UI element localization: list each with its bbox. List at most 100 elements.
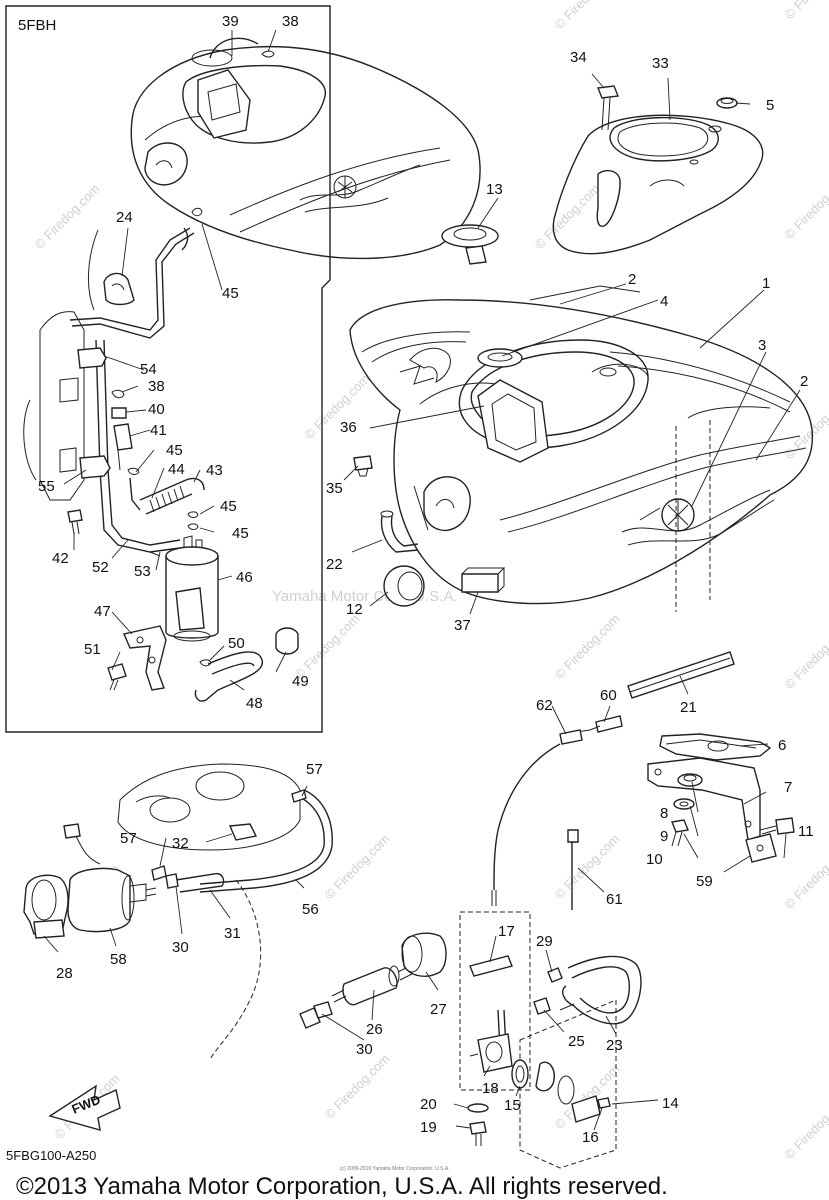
clip-25 bbox=[533, 997, 551, 1015]
callout-24: 24 bbox=[116, 209, 133, 226]
diagram-code: 5FBG100-A250 bbox=[6, 1148, 96, 1163]
watermark-firedog: © Firedog.com bbox=[782, 1091, 829, 1162]
callout-5: 5 bbox=[766, 97, 774, 114]
callout-43: 43 bbox=[206, 462, 223, 479]
watermark-firedog: © Firedog.com bbox=[782, 0, 829, 22]
callout-17: 17 bbox=[498, 923, 515, 940]
callout-61: 61 bbox=[606, 891, 623, 908]
connector-58 bbox=[63, 823, 81, 839]
callout-33: 33 bbox=[652, 55, 669, 72]
lower-tank-section bbox=[117, 763, 301, 851]
callout-25: 25 bbox=[568, 1033, 585, 1050]
hose-23 bbox=[562, 955, 642, 1025]
callout-14: 14 bbox=[662, 1095, 679, 1112]
callout-42: 42 bbox=[52, 550, 69, 567]
callout-1: 1 bbox=[762, 275, 770, 292]
clip-29 bbox=[547, 967, 563, 983]
callout-38: 38 bbox=[148, 378, 165, 395]
inset-fitting-40 bbox=[111, 407, 127, 419]
callout-46: 46 bbox=[236, 569, 253, 586]
watermark-firedog: © Firedog.com bbox=[322, 1051, 393, 1122]
inset-cap-49 bbox=[275, 627, 299, 655]
hose-56 bbox=[199, 795, 325, 885]
callout-48: 48 bbox=[246, 695, 263, 712]
watermark-firedog: © Firedog.com bbox=[782, 621, 829, 692]
callout-3: 3 bbox=[758, 337, 766, 354]
callout-2: 2 bbox=[628, 271, 636, 288]
fine-print: (c) 2009-2016 Yamaha Motor Corporation, … bbox=[340, 1166, 450, 1172]
callout-60: 60 bbox=[600, 687, 617, 704]
callout-12: 12 bbox=[346, 601, 363, 618]
callout-4: 4 bbox=[660, 293, 668, 310]
callout-10: 10 bbox=[646, 851, 663, 868]
callout-26: 26 bbox=[366, 1021, 383, 1038]
callout-8: 8 bbox=[660, 805, 668, 822]
watermark-firedog: © Firedog.com bbox=[292, 611, 363, 682]
callout-28: 28 bbox=[56, 965, 73, 982]
callout-30: 30 bbox=[172, 939, 189, 956]
callout-45: 45 bbox=[166, 442, 183, 459]
callout-22: 22 bbox=[326, 556, 343, 573]
tank-bracket-36 bbox=[477, 379, 549, 463]
inset-bolt-51 bbox=[107, 663, 127, 681]
inset-tank-bracket bbox=[197, 69, 251, 139]
screw-16 bbox=[597, 1097, 611, 1109]
filler-cap-13 bbox=[441, 224, 499, 265]
washer-9 bbox=[673, 798, 695, 810]
callout-2: 2 bbox=[800, 373, 808, 390]
callout-7: 7 bbox=[784, 779, 792, 796]
cable-60-62 bbox=[491, 715, 623, 906]
leader-lines bbox=[43, 29, 801, 1131]
callout-58: 58 bbox=[110, 951, 127, 968]
clamp-32 bbox=[228, 823, 258, 841]
inset-hose-43 bbox=[185, 477, 205, 491]
fuel-filter-26 bbox=[331, 965, 413, 1006]
footer-copyright: ©2013 Yamaha Motor Corporation, U.S.A. A… bbox=[16, 1173, 668, 1200]
inset-spring-hose-44 bbox=[139, 479, 193, 515]
inset-5fbh: 5FBH bbox=[5, 5, 481, 733]
callout-36: 36 bbox=[340, 419, 357, 436]
callout-9: 9 bbox=[660, 828, 668, 845]
inset-frame-bracket bbox=[39, 311, 85, 501]
callout-39: 39 bbox=[222, 13, 239, 30]
inset-clamp-54 bbox=[77, 347, 107, 369]
damper-8 bbox=[677, 773, 703, 787]
callout-41: 41 bbox=[150, 422, 167, 439]
callout-6: 6 bbox=[778, 737, 786, 754]
hose-31 bbox=[175, 872, 225, 893]
callout-57: 57 bbox=[120, 830, 137, 847]
callout-59: 59 bbox=[696, 873, 713, 890]
damper-37 bbox=[461, 573, 499, 593]
inset-bracket-47 bbox=[123, 625, 167, 691]
damper-12 bbox=[383, 565, 425, 607]
inset-fuel-tank bbox=[130, 45, 481, 260]
nut-plate-59 bbox=[745, 833, 777, 863]
clip-57-top bbox=[291, 789, 307, 803]
bolt-10 bbox=[671, 819, 689, 833]
callout-45: 45 bbox=[222, 285, 239, 302]
callout-29: 29 bbox=[536, 933, 553, 950]
bracket-6 bbox=[659, 733, 772, 761]
plate-17 bbox=[469, 955, 513, 977]
callout-45: 45 bbox=[220, 498, 237, 515]
fuel-pump-58 bbox=[63, 823, 157, 933]
watermark-firedog: © Firedog.com bbox=[302, 371, 373, 442]
callout-19: 19 bbox=[420, 1119, 437, 1136]
fuel-cock-18 bbox=[477, 1033, 513, 1073]
callout-32: 32 bbox=[172, 835, 189, 852]
pump-cover-28 bbox=[23, 874, 69, 939]
watermark-firedog: © Firedog.com bbox=[552, 611, 623, 682]
callout-40: 40 bbox=[148, 401, 165, 418]
callout-55: 55 bbox=[38, 478, 55, 495]
watermark-firedog: © Firedog.com bbox=[532, 181, 603, 252]
watermark-firedog: © Firedog.com bbox=[782, 171, 829, 242]
callout-labels: 39 38 24 45 54 38 40 41 45 44 43 45 45 4… bbox=[38, 13, 814, 1146]
inset-tank-emblem bbox=[299, 164, 421, 213]
callout-56: 56 bbox=[302, 901, 319, 918]
callout-52: 52 bbox=[92, 559, 109, 576]
watermark-firedog: © Firedog.com bbox=[552, 1061, 623, 1132]
watermark-firedog: © Firedog.com bbox=[32, 181, 103, 252]
o-ring-15 bbox=[511, 1059, 529, 1089]
callout-45: 45 bbox=[232, 525, 249, 542]
